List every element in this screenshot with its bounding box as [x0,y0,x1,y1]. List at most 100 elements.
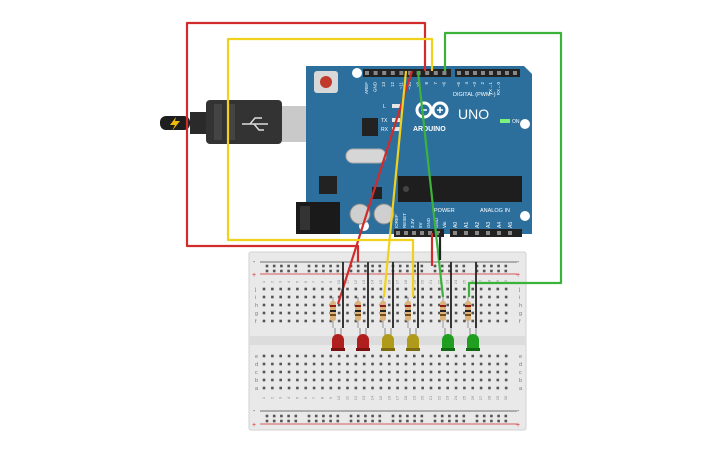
breadboard-hole[interactable] [287,378,291,382]
breadboard-hole[interactable] [396,370,399,374]
breadboard-hole[interactable] [446,319,449,323]
breadboard-hole[interactable] [362,370,366,374]
breadboard-hole[interactable] [271,378,274,382]
breadboard-hole[interactable] [371,378,374,382]
breadboard-hole[interactable] [454,354,458,358]
rail-hole[interactable] [272,414,276,418]
breadboard-hole[interactable] [496,311,500,315]
breadboard-hole[interactable] [471,386,475,390]
rail-hole[interactable] [364,264,367,268]
rail-hole[interactable] [287,269,290,273]
header-pin[interactable] [442,71,447,75]
breadboard-hole[interactable] [488,378,491,382]
rail-hole[interactable] [322,414,325,418]
breadboard-hole[interactable] [387,378,391,382]
breadboard-hole[interactable] [279,295,282,299]
breadboard-hole[interactable] [463,311,466,315]
rail-hole[interactable] [391,414,395,418]
breadboard-hole[interactable] [446,295,449,299]
breadboard-hole[interactable] [471,370,475,374]
red-wire[interactable] [336,70,414,305]
breadboard-hole[interactable] [387,319,391,323]
red-wire[interactable] [185,21,427,262]
breadboard-hole[interactable] [304,319,308,323]
breadboard-hole[interactable] [362,354,366,358]
rail-hole[interactable] [265,414,269,418]
breadboard-hole[interactable] [454,311,458,315]
rail-hole[interactable] [440,414,444,418]
rail-hole[interactable] [329,414,332,418]
breadboard-hole[interactable] [329,386,333,390]
breadboard-hole[interactable] [488,362,491,366]
rail-hole[interactable] [314,264,318,268]
breadboard-hole[interactable] [471,319,475,323]
rail-hole[interactable] [440,264,444,268]
breadboard-hole[interactable] [496,303,500,307]
rail-hole[interactable] [294,269,298,273]
breadboard-hole[interactable] [421,370,424,374]
rail-hole[interactable] [329,264,332,268]
rail-hole[interactable] [406,419,409,423]
green-wire[interactable] [443,31,563,297]
breadboard-hole[interactable] [262,319,266,323]
breadboard-hole[interactable] [321,378,324,382]
breadboard-hole[interactable] [371,386,374,390]
rail-hole[interactable] [314,269,318,273]
breadboard-hole[interactable] [413,311,416,315]
rail-hole[interactable] [406,269,409,273]
breadboard-hole[interactable] [387,370,391,374]
breadboard-hole[interactable] [504,354,508,358]
breadboard-hole[interactable] [296,354,299,358]
breadboard-hole[interactable] [362,295,366,299]
breadboard-hole[interactable] [379,287,383,291]
rail-hole[interactable] [475,269,479,273]
breadboard-hole[interactable] [337,362,341,366]
breadboard-hole[interactable] [387,295,391,299]
breadboard-hole[interactable] [463,378,466,382]
rail-hole[interactable] [272,264,276,268]
breadboard-hole[interactable] [454,386,458,390]
breadboard-hole[interactable] [438,295,441,299]
breadboard-hole[interactable] [296,362,299,366]
rail-hole[interactable] [265,419,269,423]
breadboard-hole[interactable] [438,378,441,382]
breadboard-hole[interactable] [446,303,449,307]
breadboard-hole[interactable] [504,319,508,323]
breadboard-hole[interactable] [396,362,399,366]
breadboard-hole[interactable] [488,287,491,291]
breadboard-hole[interactable] [362,287,366,291]
rail-hole[interactable] [504,269,508,273]
breadboard-hole[interactable] [296,319,299,323]
breadboard-hole[interactable] [396,319,399,323]
rail-hole[interactable] [440,269,444,273]
header-pin[interactable] [404,231,408,235]
rail-hole[interactable] [314,419,318,423]
rail-hole[interactable] [391,419,395,423]
rail-hole[interactable] [378,414,382,418]
breadboard-hole[interactable] [337,386,341,390]
arduino-uno-board[interactable]: L TX RX ARDUINO UNO ON DIGITAL (PWM~) AR… [296,66,532,237]
breadboard-hole[interactable] [312,370,316,374]
rail-hole[interactable] [455,269,458,273]
breadboard-hole[interactable] [446,378,449,382]
breadboard-hole[interactable] [329,370,333,374]
breadboard-hole[interactable] [346,362,349,366]
breadboard-hole[interactable] [287,303,291,307]
breadboard-hole[interactable] [421,386,424,390]
rail-hole[interactable] [398,414,402,418]
breadboard-hole[interactable] [371,362,374,366]
breadboard-hole[interactable] [304,378,308,382]
breadboard-hole[interactable] [488,311,491,315]
breadboard-hole[interactable] [463,287,466,291]
breadboard-hole[interactable] [312,303,316,307]
rail-hole[interactable] [265,264,269,268]
breadboard-hole[interactable] [396,311,399,315]
breadboard-hole[interactable] [496,378,500,382]
breadboard-hole[interactable] [504,295,508,299]
rail-hole[interactable] [504,264,508,268]
breadboard-hole[interactable] [421,287,424,291]
power-jack[interactable] [296,202,340,234]
breadboard-hole[interactable] [321,319,324,323]
rail-hole[interactable] [336,414,340,418]
rail-hole[interactable] [336,264,340,268]
